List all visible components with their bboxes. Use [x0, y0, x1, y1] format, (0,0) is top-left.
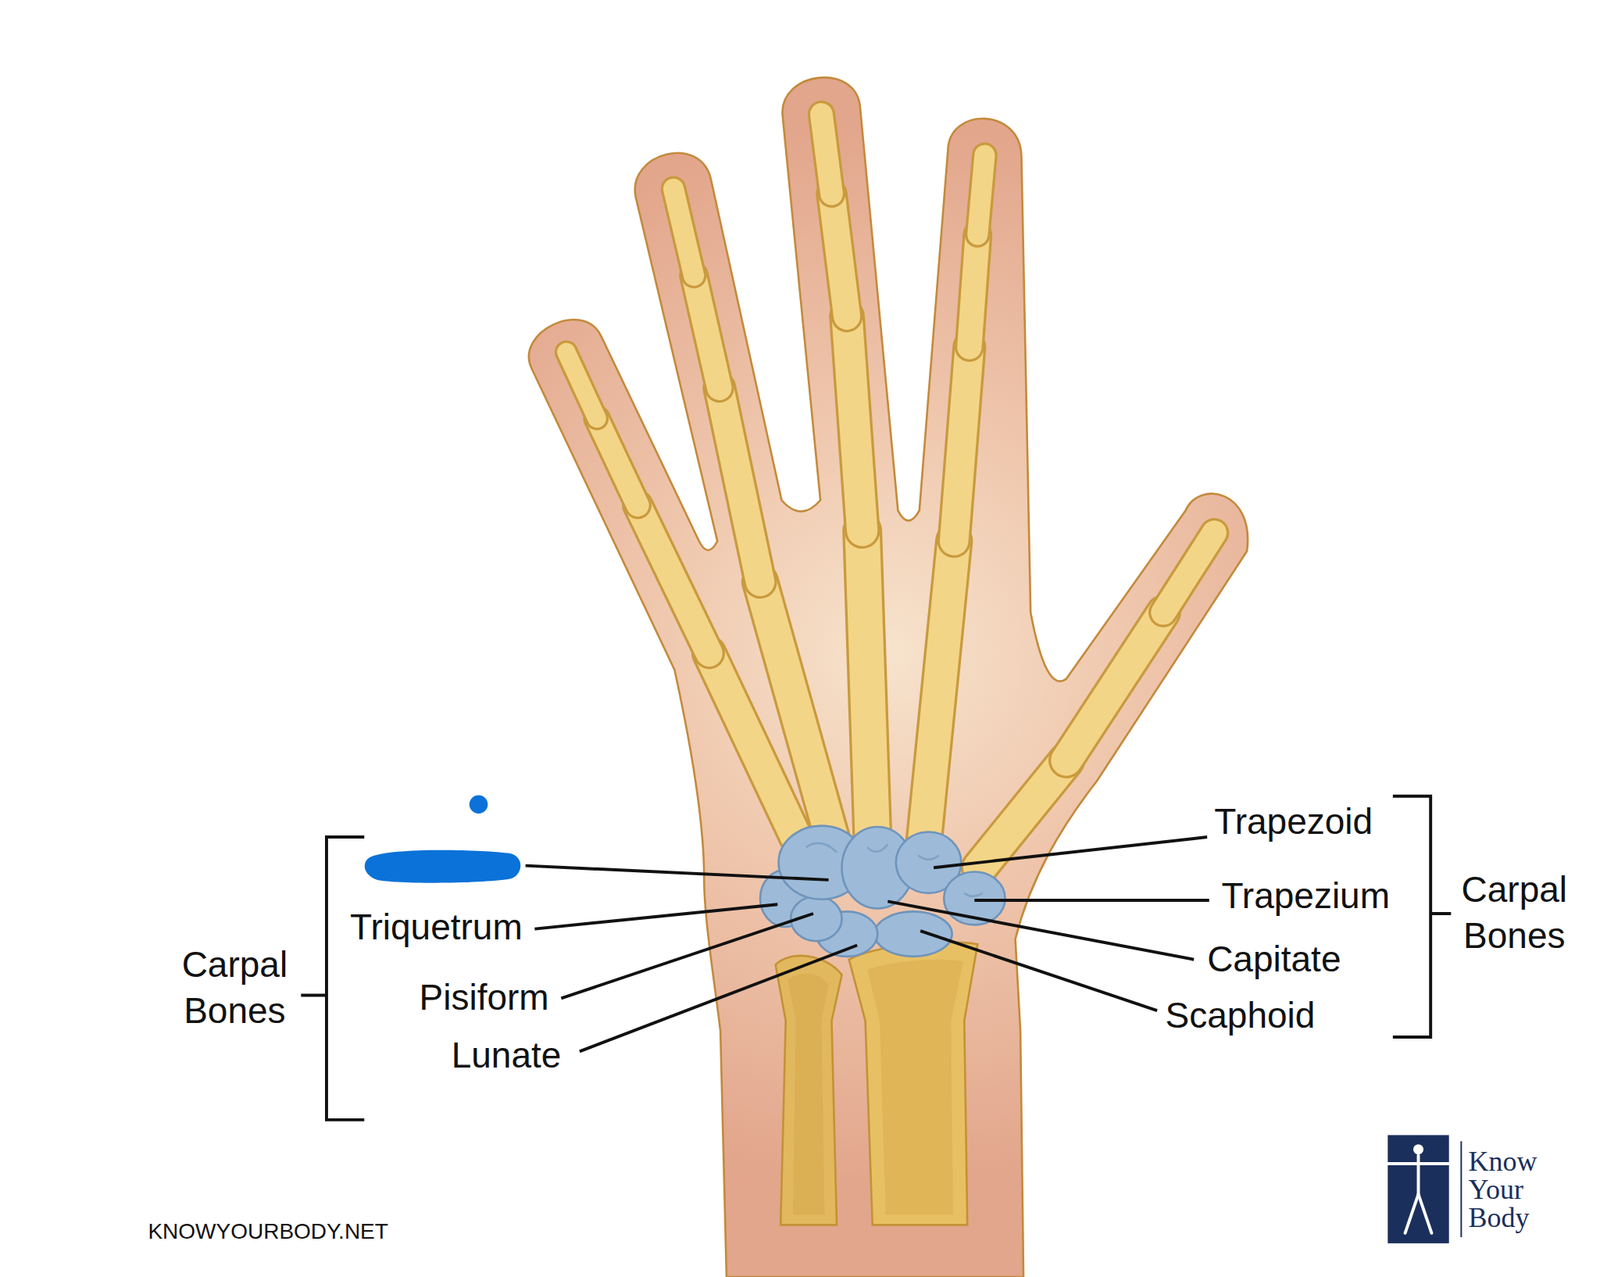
- finger-bones: [566, 352, 597, 419]
- finger-bones: [862, 530, 873, 837]
- group-label: Carpal Bones: [164, 941, 305, 1034]
- part-label: Pisiform: [419, 976, 550, 1018]
- leader-lines: [560, 913, 814, 998]
- finger-bones: [673, 189, 694, 276]
- finger-bones: [637, 505, 709, 654]
- finger-bones: [596, 418, 638, 506]
- carpal-bones: [874, 910, 952, 956]
- finger-bones: [821, 114, 832, 194]
- part-label: Trapezium: [1221, 875, 1390, 917]
- finger-bones: [923, 540, 954, 847]
- part-label: Capitate: [1207, 938, 1341, 980]
- finger-bones: [969, 234, 978, 347]
- finger-bones: [1066, 612, 1164, 761]
- finger-bones: [673, 189, 694, 276]
- hand-outline: [528, 77, 1248, 1277]
- finger-bones: [846, 316, 863, 531]
- logo-mark: [1387, 1134, 1449, 1243]
- forearm-bones: [775, 955, 843, 1225]
- bracket: [300, 796, 1451, 1120]
- watermark: KNOWYOURBODY.NET: [147, 1218, 389, 1244]
- blue-scribble: [469, 794, 489, 814]
- logo-mark: [1379, 1161, 1458, 1165]
- carpal-bones: [806, 842, 983, 897]
- finger-bones: [831, 193, 847, 317]
- bracket: [300, 836, 365, 1120]
- forearm-bones: [867, 959, 964, 1215]
- logo-mark: [1379, 1134, 1461, 1243]
- part-label: Trapezoid: [1214, 800, 1373, 843]
- finger-bones: [979, 760, 1067, 868]
- finger-bones: [846, 316, 863, 531]
- forearm-bones: [787, 973, 829, 1215]
- finger-bones: [1163, 532, 1215, 613]
- leader-lines: [887, 900, 1194, 959]
- finger-bones: [979, 760, 1067, 868]
- finger-bones: [637, 505, 709, 654]
- finger-bones: [977, 155, 985, 236]
- logo-mark: [1460, 1140, 1462, 1237]
- part-label: Triquetrum: [350, 906, 523, 948]
- logo-mark: [1379, 1155, 1458, 1233]
- finger-bones: [566, 114, 1215, 868]
- finger-bones: [953, 346, 970, 541]
- finger-bones: [760, 582, 832, 838]
- finger-bones: [566, 352, 597, 419]
- part-label: Scaphoid: [1165, 994, 1316, 1036]
- part-label: Lunate: [451, 1034, 562, 1076]
- leader-lines: [933, 836, 1208, 868]
- blue-scribble: [364, 850, 522, 883]
- forearm-bones: [849, 942, 979, 1225]
- finger-bones: [969, 234, 978, 347]
- finger-bones: [596, 418, 638, 506]
- finger-bones: [719, 387, 761, 582]
- leader-lines: [920, 930, 1158, 1011]
- leader-lines: [525, 865, 829, 880]
- finger-bones: [953, 346, 970, 541]
- logo-mark: [1413, 1143, 1424, 1154]
- finger-bones: [693, 275, 720, 389]
- carpal-bones: [760, 825, 1005, 957]
- finger-bones: [760, 582, 832, 838]
- forearm-bones: [775, 942, 979, 1225]
- group-label: Carpal Bones: [1443, 866, 1585, 959]
- finger-bones: [831, 193, 847, 317]
- leader-lines: [534, 903, 778, 929]
- bracket: [1392, 796, 1451, 1037]
- finger-bones: [1066, 612, 1164, 761]
- leader-lines: [974, 898, 1209, 902]
- logo-mark: [1417, 1155, 1421, 1195]
- finger-bones: [862, 530, 873, 837]
- finger-bones: [923, 540, 954, 847]
- finger-bones: [719, 387, 761, 582]
- finger-bones: [693, 275, 720, 389]
- logo-mark: [1405, 1193, 1419, 1233]
- blue-scribble: [364, 794, 522, 883]
- finger-bones: [977, 155, 985, 236]
- logo-text: Know Your Body: [1468, 1146, 1557, 1232]
- logo-mark: [1418, 1193, 1433, 1233]
- leader-lines: [525, 836, 1210, 1051]
- finger-bones: [1163, 532, 1215, 613]
- finger-bones: [821, 114, 832, 194]
- leader-lines: [579, 944, 858, 1051]
